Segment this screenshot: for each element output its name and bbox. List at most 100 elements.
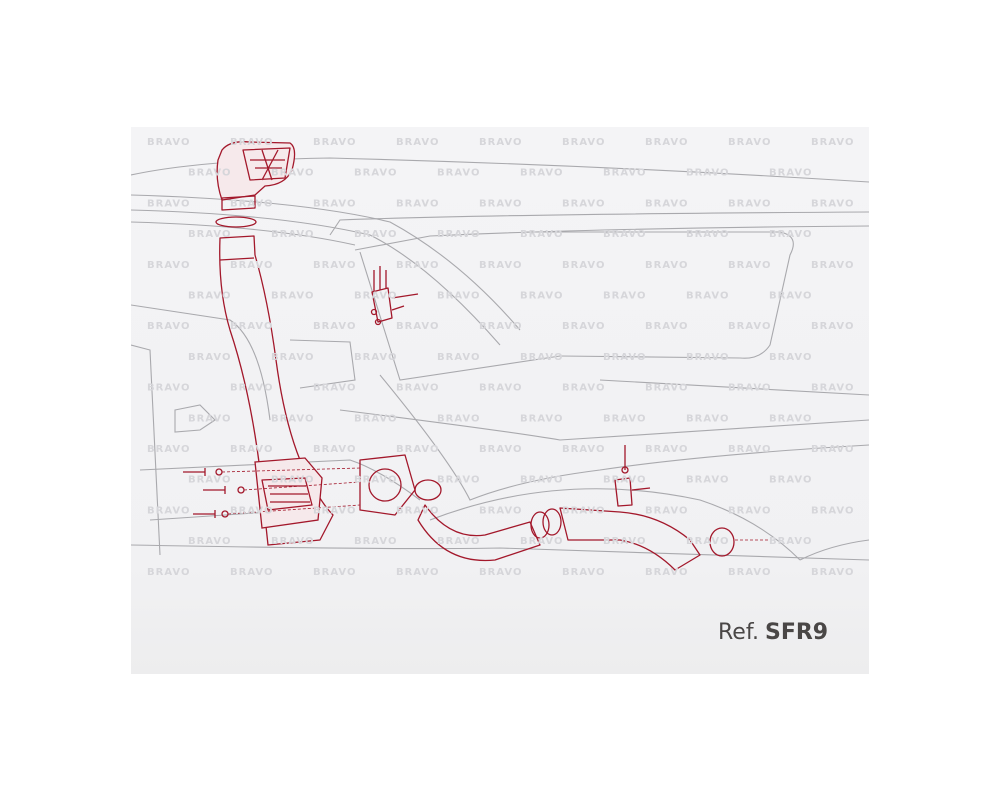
watermark-text: BRAVO: [188, 229, 231, 240]
watermark-text: BRAVO: [479, 260, 522, 271]
watermark-text: BRAVO: [520, 229, 563, 240]
watermark-text: BRAVO: [354, 536, 397, 547]
watermark-text: BRAVO: [686, 229, 729, 240]
watermark-text: BRAVO: [520, 291, 563, 302]
watermark-text: BRAVO: [686, 352, 729, 363]
watermark-text: BRAVO: [230, 321, 273, 332]
watermark-text: BRAVO: [396, 444, 439, 455]
watermark-text: BRAVO: [188, 168, 231, 179]
watermark-text: BRAVO: [147, 505, 190, 516]
watermark-text: BRAVO: [562, 505, 605, 516]
watermark-text: BRAVO: [811, 567, 854, 578]
watermark-text: BRAVO: [147, 321, 190, 332]
watermark-text: BRAVO: [437, 413, 480, 424]
watermark-text: BRAVO: [396, 260, 439, 271]
watermark-text: BRAVO: [769, 229, 812, 240]
watermark-text: BRAVO: [313, 137, 356, 148]
watermark-text: BRAVO: [396, 383, 439, 394]
watermark-text: BRAVO: [645, 383, 688, 394]
diagram-panel: [131, 127, 869, 674]
watermark-text: BRAVO: [313, 444, 356, 455]
watermark-text: BRAVO: [479, 505, 522, 516]
watermark-text: BRAVO: [354, 229, 397, 240]
watermark-text: BRAVO: [147, 444, 190, 455]
watermark-text: BRAVO: [769, 291, 812, 302]
watermark-text: BRAVO: [147, 198, 190, 209]
watermark-text: BRAVO: [811, 321, 854, 332]
watermark-text: BRAVO: [479, 567, 522, 578]
watermark-text: BRAVO: [271, 352, 314, 363]
watermark-text: BRAVO: [645, 260, 688, 271]
watermark-text: BRAVO: [271, 536, 314, 547]
watermark-text: BRAVO: [396, 321, 439, 332]
watermark-text: BRAVO: [230, 260, 273, 271]
watermark-text: BRAVO: [437, 475, 480, 486]
watermark-text: BRAVO: [520, 413, 563, 424]
watermark-text: BRAVO: [230, 444, 273, 455]
watermark-text: BRAVO: [603, 536, 646, 547]
watermark-text: BRAVO: [313, 567, 356, 578]
watermark-text: BRAVO: [354, 475, 397, 486]
watermark-text: BRAVO: [562, 137, 605, 148]
watermark-text: BRAVO: [686, 475, 729, 486]
watermark-text: BRAVO: [479, 444, 522, 455]
watermark-text: BRAVO: [728, 505, 771, 516]
reference-prefix: Ref.: [718, 620, 759, 645]
watermark-text: BRAVO: [603, 475, 646, 486]
watermark-text: BRAVO: [188, 475, 231, 486]
watermark-text: BRAVO: [645, 321, 688, 332]
watermark-text: BRAVO: [686, 413, 729, 424]
watermark-text: BRAVO: [188, 291, 231, 302]
watermark-text: BRAVO: [769, 475, 812, 486]
watermark-text: BRAVO: [645, 137, 688, 148]
watermark-text: BRAVO: [437, 536, 480, 547]
watermark-text: BRAVO: [811, 444, 854, 455]
watermark-text: BRAVO: [147, 383, 190, 394]
watermark-text: BRAVO: [437, 352, 480, 363]
watermark-text: BRAVO: [686, 291, 729, 302]
watermark-text: BRAVO: [313, 505, 356, 516]
watermark-text: BRAVO: [396, 198, 439, 209]
watermark-text: BRAVO: [437, 168, 480, 179]
reference-code: SFR9: [764, 620, 829, 645]
watermark-text: BRAVO: [188, 352, 231, 363]
watermark-text: BRAVO: [520, 475, 563, 486]
watermark-text: BRAVO: [147, 137, 190, 148]
watermark-text: BRAVO: [811, 505, 854, 516]
watermark-text: BRAVO: [479, 321, 522, 332]
watermark-text: BRAVO: [271, 229, 314, 240]
watermark-text: BRAVO: [811, 137, 854, 148]
watermark-text: BRAVO: [728, 321, 771, 332]
watermark-text: BRAVO: [728, 137, 771, 148]
watermark-text: BRAVO: [645, 505, 688, 516]
vehicle-outline: [131, 157, 869, 561]
watermark-text: BRAVO: [396, 137, 439, 148]
watermark-text: BRAVO: [686, 168, 729, 179]
watermark-text: BRAVO: [313, 198, 356, 209]
watermark-text: BRAVO: [520, 536, 563, 547]
watermark-text: BRAVO: [437, 291, 480, 302]
reference-label: Ref.SFR9: [718, 620, 828, 645]
watermark-text: BRAVO: [479, 137, 522, 148]
watermark-text: BRAVO: [728, 383, 771, 394]
watermark-text: BRAVO: [354, 413, 397, 424]
watermark-text: BRAVO: [520, 352, 563, 363]
watermark-text: BRAVO: [230, 383, 273, 394]
watermark-text: BRAVO: [520, 168, 563, 179]
snorkel-parts: [183, 141, 770, 571]
watermark-text: BRAVO: [769, 352, 812, 363]
watermark-text: BRAVO: [769, 168, 812, 179]
watermark-text: BRAVO: [354, 291, 397, 302]
watermark-text: BRAVO: [147, 567, 190, 578]
watermark-text: BRAVO: [728, 444, 771, 455]
watermark-text: BRAVO: [562, 321, 605, 332]
watermark-text: BRAVO: [479, 198, 522, 209]
watermark-text: BRAVO: [769, 536, 812, 547]
watermark-text: BRAVO: [811, 260, 854, 271]
watermark-text: BRAVO: [188, 536, 231, 547]
watermark-text: BRAVO: [728, 567, 771, 578]
watermark-text: BRAVO: [396, 567, 439, 578]
watermark-text: BRAVO: [147, 260, 190, 271]
watermark-text: BRAVO: [645, 198, 688, 209]
